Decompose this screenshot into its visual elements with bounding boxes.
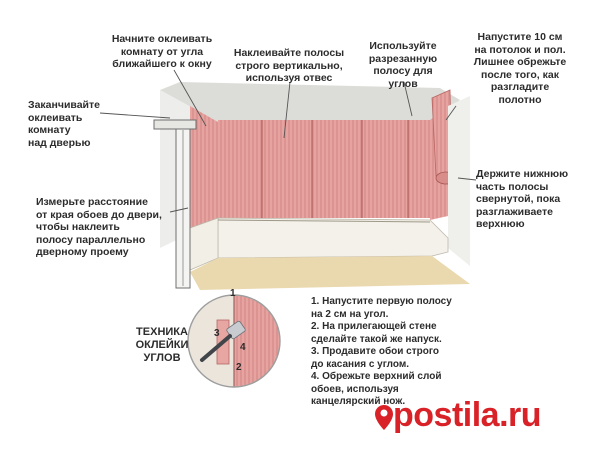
door-frame xyxy=(153,119,197,289)
wallpaper-strip-seams xyxy=(261,120,409,218)
right-wall xyxy=(448,96,470,266)
left-wall-wallpaper xyxy=(190,106,218,228)
corner-technique-title: ТЕХНИКА ОКЛЕЙКИ УГЛОВ xyxy=(135,326,189,364)
corner-detail xyxy=(187,294,281,388)
corner-step-2: 2. На прилегающей стене сделайте такой ж… xyxy=(311,321,442,345)
label-cut-strip: Используйте разрезанную полосу для углов xyxy=(368,40,438,90)
watermark-text: postila.ru xyxy=(393,396,542,434)
corner-steps-list: 1. Напустите первую полосу на 2 см на уг… xyxy=(311,296,481,409)
marker-2: 2 xyxy=(236,362,242,373)
baseboard-panel xyxy=(217,217,449,259)
label-finish-over-door: Заканчивайте оклеивать комнату над дверь… xyxy=(28,99,100,149)
label-overlap-ceiling: Напустите 10 см на потолок и пол. Лишнее… xyxy=(473,31,567,106)
corner-step-4: 4. Обрежьте верхний слой обоев, использу… xyxy=(311,371,442,407)
ceiling xyxy=(160,82,460,124)
label-start-corner: Начните оклеивать комнату от угла ближай… xyxy=(111,33,213,70)
postila-pin-logo xyxy=(375,405,393,430)
back-wall-wallpaper xyxy=(218,120,430,218)
label-measure-door: Измерьте расстояние от края обоев до две… xyxy=(36,196,162,258)
pointer-lines xyxy=(99,69,477,213)
marker-3: 3 xyxy=(214,328,220,339)
watermark: postila.ru xyxy=(363,392,542,438)
corner-step-3: 3. Продавите обои строго до касания с уг… xyxy=(311,346,439,370)
label-vertical: Наклеивайте полосы строго вертикально, и… xyxy=(233,47,345,84)
corner-step-1: 1. Напустите первую полосу на 2 см на уг… xyxy=(311,296,452,320)
marker-1: 1 xyxy=(230,288,236,299)
marker-4: 4 xyxy=(240,342,246,353)
floor xyxy=(190,256,470,290)
label-hold-bottom: Держите нижнюю часть полосы свернутой, п… xyxy=(476,168,569,230)
